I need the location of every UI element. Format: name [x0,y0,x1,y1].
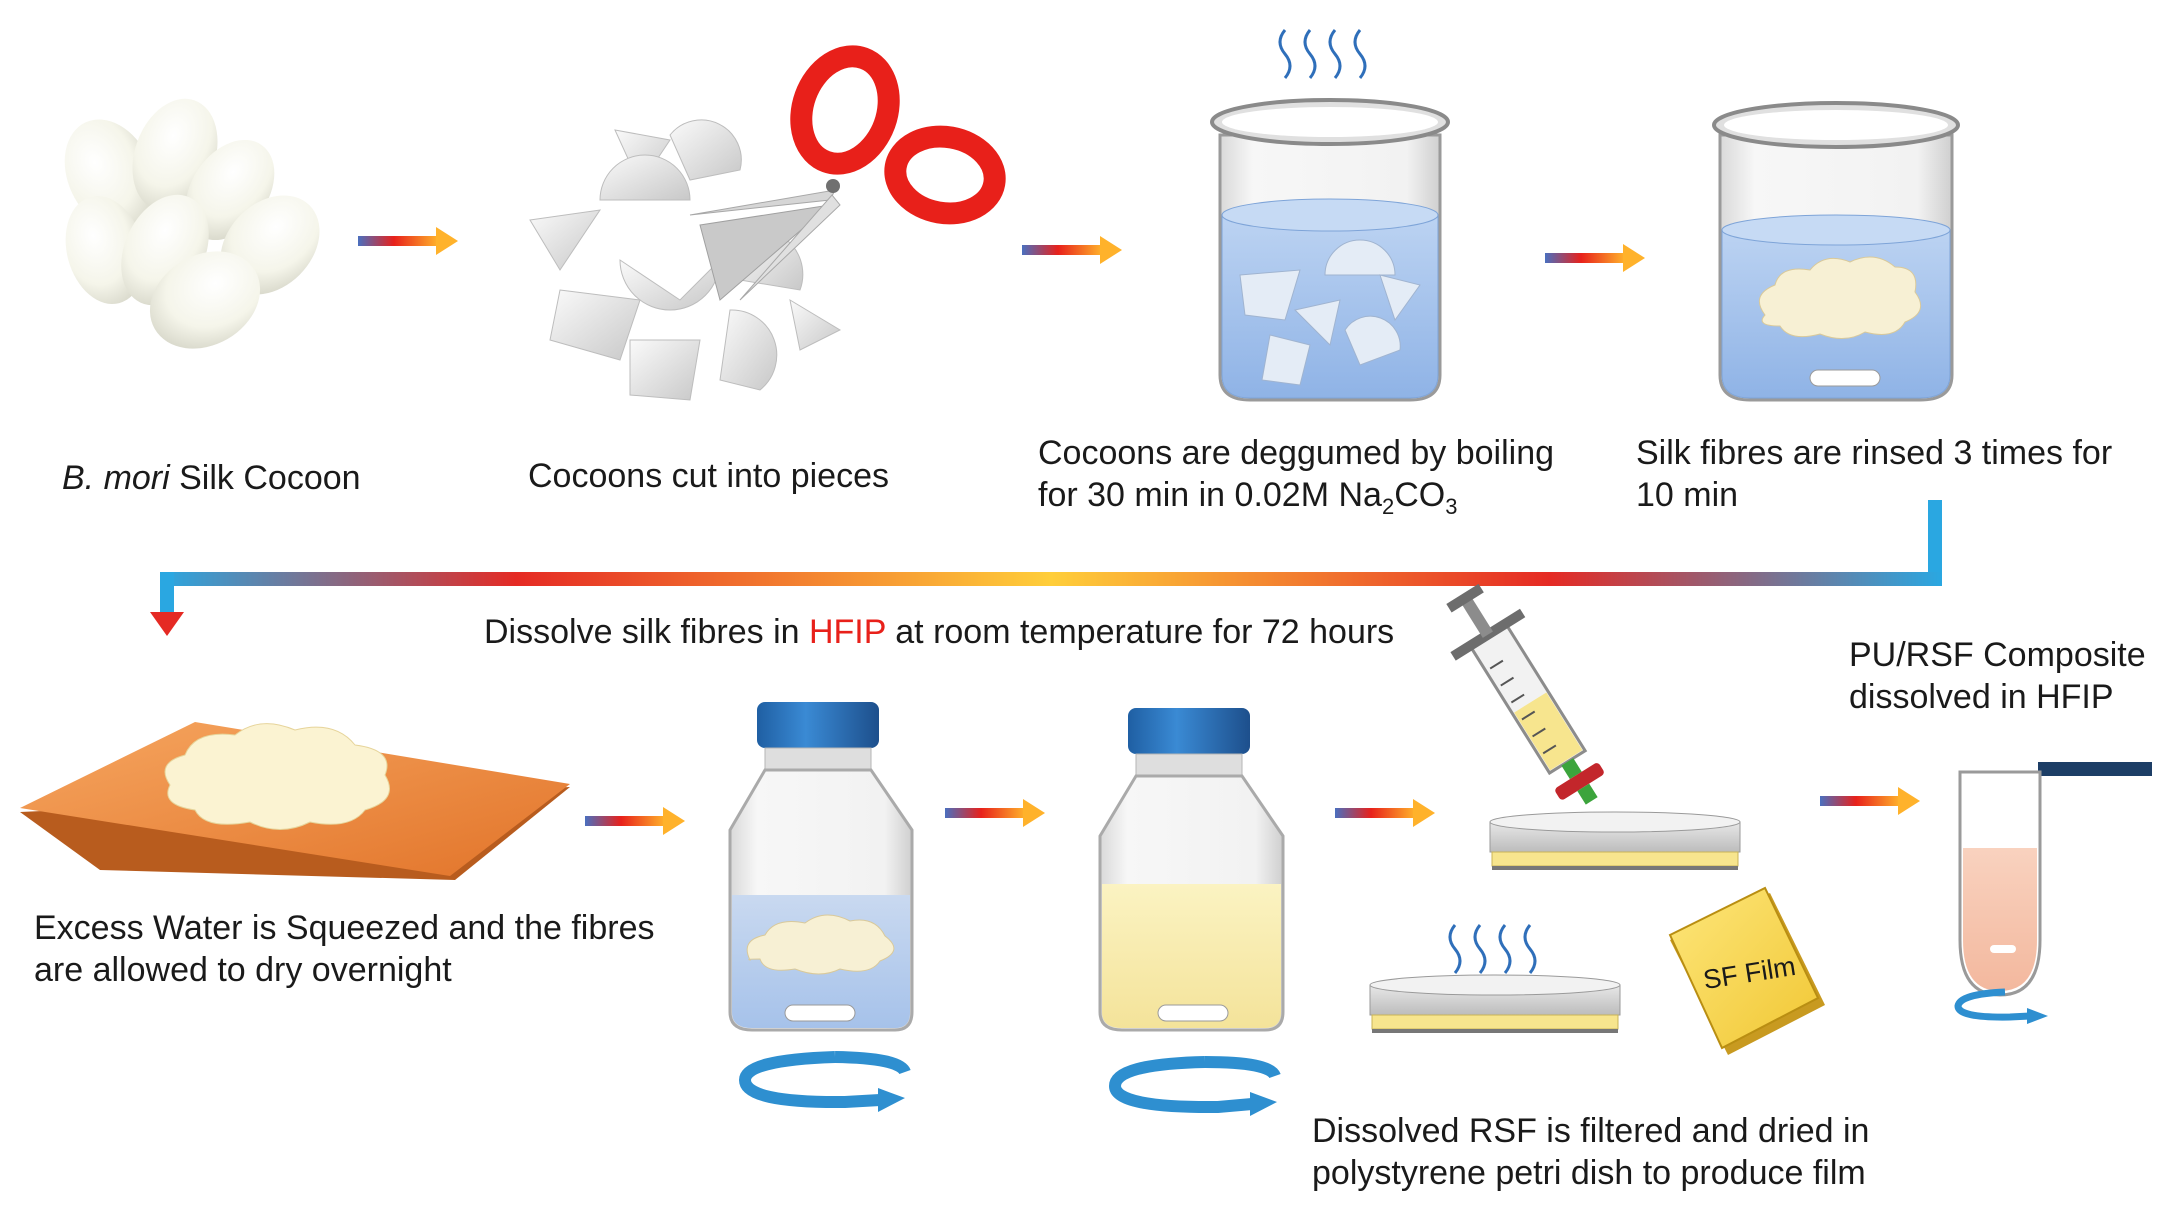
flow-arrow-1-head [436,227,458,255]
flow-arrow-6-head [1413,799,1435,827]
drying-cloth-icon [20,722,570,880]
flow-arrow-4 [585,816,665,826]
degum-label: Cocoons are deggumed by boiling for 30 m… [1038,432,1554,528]
filter-label-line1: Dissolved RSF is filtered and dried in [1312,1112,1870,1150]
squeeze-label-line1: Excess Water is Squeezed and the fibres [34,909,655,947]
flow-arrow-5-head [1023,799,1045,827]
flow-arrow-5 [945,808,1025,818]
composite-label: PU/RSF Composite dissolved in HFIP [1849,634,2146,718]
bottle-with-fibres-icon [728,702,914,1032]
cocoon-label: B. mori Silk Cocoon [62,457,361,499]
flow-arrow-4-head [663,807,685,835]
cocoon-label-italic: B. mori [62,459,170,497]
composite-tube-icon [1958,762,2152,997]
degum-subscript-2: 3 [1445,493,1458,519]
petri-dish-icon [1489,811,1741,870]
cocoon-label-rest: Silk Cocoon [169,459,361,497]
rinse-label: Silk fibres are rinsed 3 times for 10 mi… [1636,432,2112,516]
flow-arrow-2-head [1100,236,1122,264]
rinse-beaker-icon [1712,101,1960,402]
scissors-icon [689,45,1006,301]
syringe-filter-icon [1446,583,1612,828]
drying-petri-dish-icon [1369,924,1621,1033]
boiling-beaker-icon [1210,29,1450,402]
composite-label-line2: dissolved in HFIP [1849,678,2114,716]
cocoon-pieces-icon [529,119,842,401]
dissolve-label-post: at room temperature for 72 hours [885,613,1395,651]
bottle-with-solution-icon [1098,708,1285,1032]
flow-arrow-3-head [1623,244,1645,272]
flow-arrow-7-head [1898,787,1920,815]
filter-label: Dissolved RSF is filtered and dried in p… [1312,1110,1869,1194]
flow-arrow-6 [1335,808,1415,818]
rinse-label-line1: Silk fibres are rinsed 3 times for [1636,434,2113,472]
dissolve-label-hfip: HFIP [808,613,886,651]
stir-rotation-arrow-3-icon [1954,988,2048,1024]
flow-arrow-2 [1022,245,1102,255]
flow-connector-band [150,500,1942,636]
filter-label-line2: polystyrene petri dish to produce film [1312,1154,1866,1192]
rinse-label-line2: 10 min [1636,476,1739,514]
sf-film-icon [1668,886,1825,1055]
flow-arrow-3 [1545,253,1625,263]
squeeze-label-line2: are allowed to dry overnight [34,951,452,989]
degum-label-co: CO [1394,476,1446,514]
dissolve-label-pre: Dissolve silk fibres in [484,613,809,651]
silk-cocoon-icon [64,98,320,349]
stir-rotation-arrow-icon [738,1051,911,1112]
cut-label: Cocoons cut into pieces [528,457,889,495]
degum-label-line1: Cocoons are deggumed by boiling [1038,434,1555,472]
dissolve-label: Dissolve silk fibres in HFIP at room tem… [484,611,1394,653]
flow-arrow-1 [358,236,438,246]
squeeze-label: Excess Water is Squeezed and the fibres … [34,907,655,991]
flow-arrow-7 [1820,796,1900,806]
degum-subscript-1: 2 [1381,493,1395,519]
stir-rotation-arrow-2-icon [1108,1056,1281,1116]
degum-label-line2: for 30 min in 0.02M Na2CO3 [1038,474,1554,528]
degum-label-line2-text: for 30 min in 0.02M Na [1038,476,1382,514]
composite-label-line1: PU/RSF Composite [1849,636,2146,674]
